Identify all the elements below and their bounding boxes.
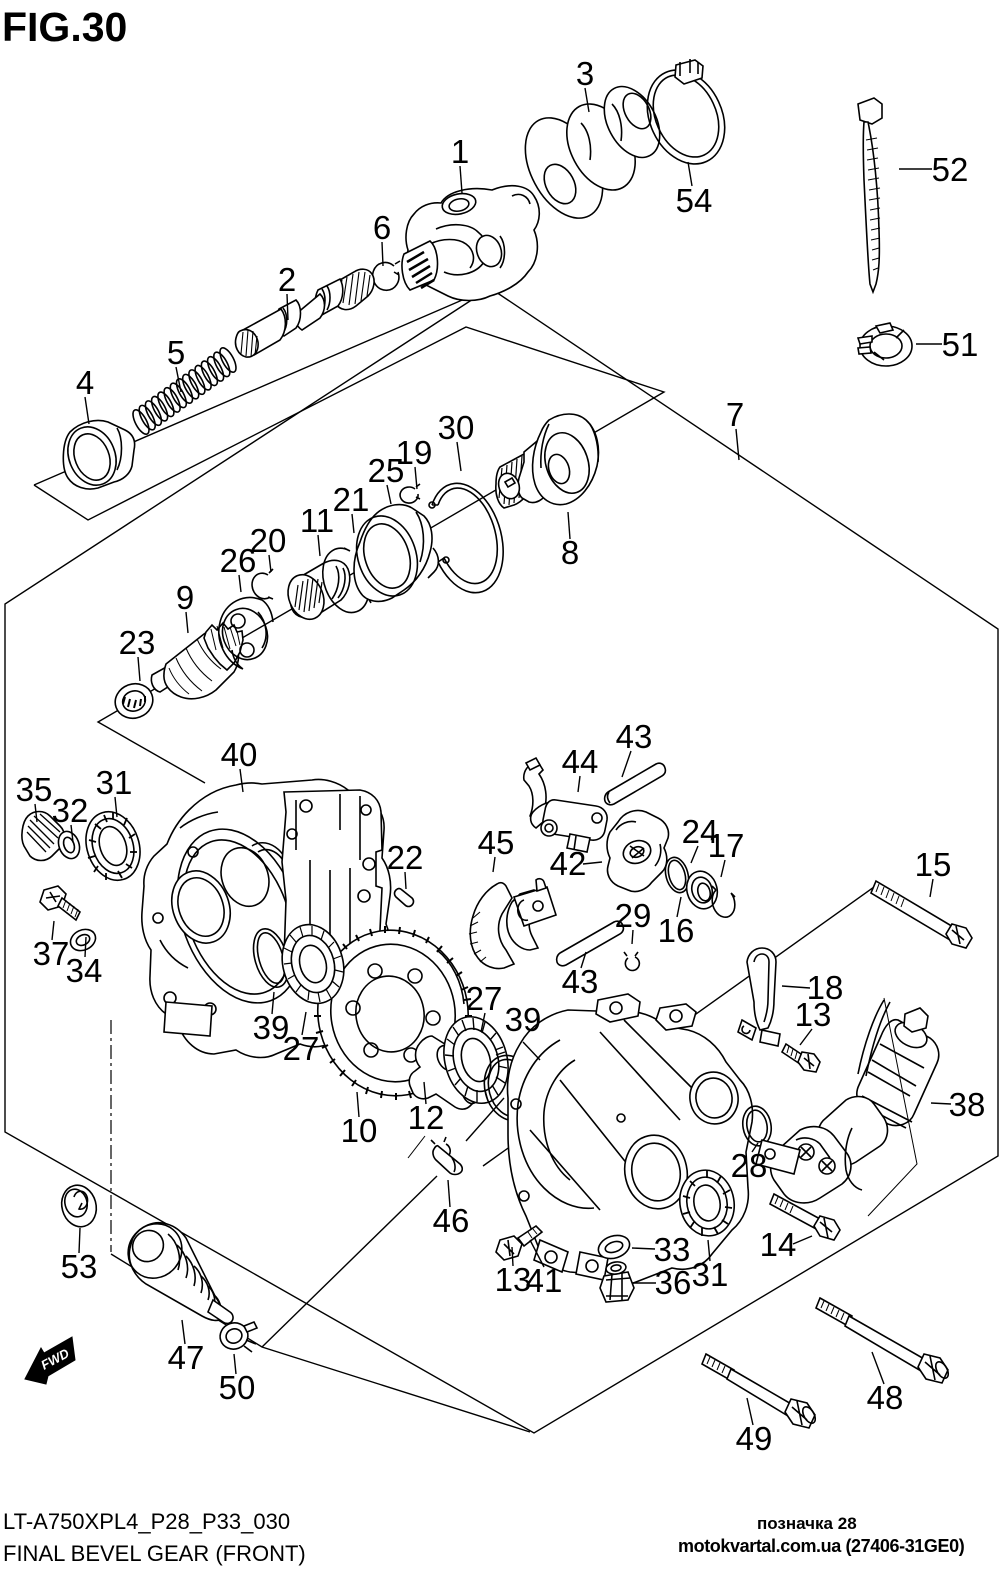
svg-text:15: 15 [915,846,952,883]
svg-text:42: 42 [550,845,587,882]
svg-text:41: 41 [526,1262,563,1299]
svg-text:37: 37 [33,935,70,972]
svg-text:47: 47 [168,1339,205,1376]
svg-text:52: 52 [932,151,969,188]
svg-text:8: 8 [561,534,579,571]
svg-text:21: 21 [333,481,370,518]
svg-text:54: 54 [676,182,713,219]
svg-text:23: 23 [119,624,156,661]
svg-text:17: 17 [708,827,745,864]
svg-text:38: 38 [949,1086,986,1123]
svg-text:24: 24 [682,813,719,850]
svg-text:48: 48 [867,1379,904,1416]
svg-text:4: 4 [76,364,94,401]
svg-text:16: 16 [658,912,695,949]
svg-text:31: 31 [692,1256,729,1293]
svg-text:2: 2 [278,261,296,298]
svg-text:19: 19 [396,434,433,471]
svg-text:51: 51 [942,326,979,363]
svg-text:27: 27 [283,1030,320,1067]
svg-text:49: 49 [736,1420,773,1457]
svg-text:53: 53 [61,1248,98,1285]
svg-text:29: 29 [615,897,652,934]
svg-text:43: 43 [616,718,653,755]
svg-text:10: 10 [341,1112,378,1149]
svg-text:9: 9 [176,579,194,616]
svg-text:39: 39 [505,1001,542,1038]
svg-text:46: 46 [433,1202,470,1239]
svg-text:45: 45 [478,824,515,861]
svg-text:6: 6 [373,209,391,246]
svg-text:3: 3 [576,55,594,92]
svg-text:7: 7 [726,396,744,433]
svg-text:1: 1 [451,133,469,170]
svg-text:27: 27 [466,980,503,1017]
svg-text:43: 43 [562,963,599,1000]
svg-text:13: 13 [495,1261,532,1298]
svg-text:36: 36 [655,1264,692,1301]
svg-text:34: 34 [66,952,103,989]
svg-text:28: 28 [731,1147,768,1184]
svg-text:32: 32 [52,792,89,829]
svg-text:44: 44 [562,743,599,780]
svg-text:31: 31 [96,764,133,801]
svg-text:14: 14 [760,1226,797,1263]
svg-text:5: 5 [167,334,185,371]
svg-text:50: 50 [219,1369,256,1406]
svg-text:11: 11 [300,502,334,539]
svg-text:13: 13 [795,996,832,1033]
svg-text:20: 20 [250,522,287,559]
svg-text:FIG.30: FIG.30 [2,4,127,50]
svg-text:22: 22 [387,839,424,876]
svg-text:35: 35 [16,771,53,808]
svg-text:30: 30 [438,409,475,446]
svg-text:12: 12 [408,1099,445,1136]
svg-text:39: 39 [253,1009,290,1046]
svg-text:26: 26 [220,542,257,579]
svg-text:40: 40 [221,736,258,773]
svg-text:33: 33 [654,1231,691,1268]
svg-text:18: 18 [807,969,844,1006]
svg-text:25: 25 [368,452,405,489]
